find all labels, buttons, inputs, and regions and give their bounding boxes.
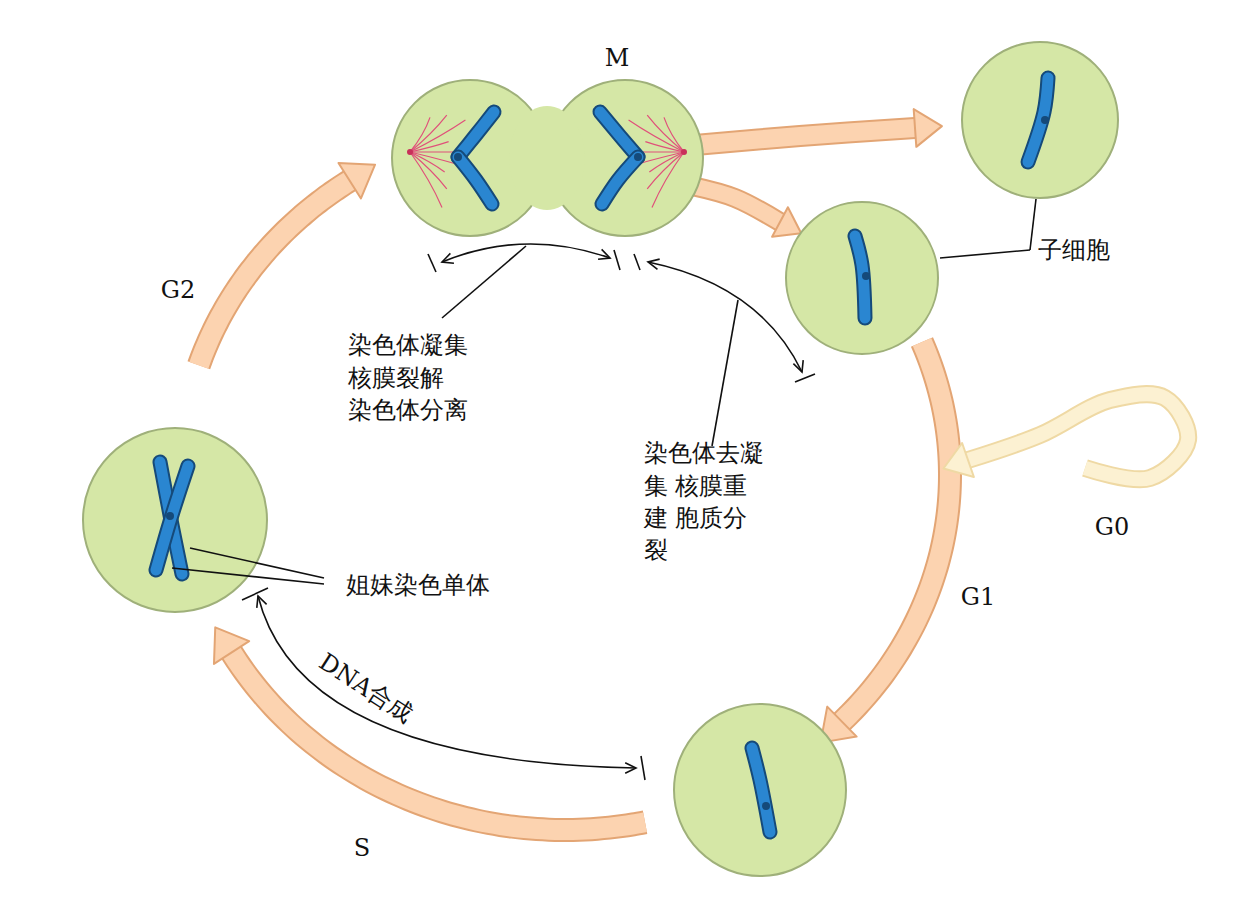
bracket-arrowhead — [625, 763, 636, 773]
cell — [962, 42, 1118, 198]
chromosome — [1028, 78, 1048, 162]
spindle-fibre — [410, 152, 442, 207]
chromosome — [1028, 78, 1048, 162]
chromosome — [458, 157, 492, 204]
g1-phase-arrow — [842, 342, 950, 722]
phase-label: 染色体去凝集 核膜重建 胞质分裂 — [644, 437, 769, 567]
g0-loop — [968, 394, 1188, 479]
s-phase-arrow-head — [214, 627, 249, 664]
centrosome — [407, 149, 413, 155]
centromere — [166, 512, 174, 520]
centromere — [454, 153, 462, 161]
spindle-fibre — [410, 152, 445, 172]
division-arrow-head — [772, 207, 801, 237]
phase-label: 子细胞 — [1038, 234, 1110, 266]
chromosome — [156, 466, 188, 570]
g2-phase-arrow-head — [338, 163, 375, 198]
centromere — [634, 153, 642, 161]
g0-loop — [968, 394, 1188, 479]
bracket-bar — [795, 374, 815, 382]
bracket-bar — [634, 254, 640, 270]
leader-line — [172, 568, 324, 584]
g0-loop-head — [943, 443, 973, 477]
phase-label: M — [605, 42, 630, 74]
g2-phase-arrow — [199, 181, 350, 366]
spindle-fibre — [410, 142, 449, 152]
chromosome — [458, 157, 492, 204]
bracket-arrowhead — [442, 253, 454, 263]
g1-phase-arrow — [842, 342, 950, 722]
division-arrow-head — [914, 109, 942, 147]
spindle-fibre — [645, 142, 684, 152]
leader-line — [190, 548, 324, 578]
leader-line — [940, 250, 1030, 258]
phase-bracket — [258, 596, 636, 768]
leader-line — [442, 246, 526, 318]
division-arrow — [692, 186, 780, 222]
chromosome — [458, 112, 494, 157]
leader-line — [1030, 199, 1036, 250]
s-phase-arrow — [232, 653, 645, 830]
spindle-fibre — [410, 115, 447, 152]
phase-bracket — [648, 262, 802, 372]
chromosome — [458, 112, 494, 157]
g2-phase-arrow — [199, 181, 350, 366]
spindle-fibre — [652, 152, 684, 207]
centrosome — [681, 149, 687, 155]
phase-label: G0 — [1095, 511, 1129, 543]
phase-label: 染色体凝集 核膜裂解 染色体分离 — [348, 329, 473, 426]
chromosome — [602, 157, 638, 204]
bracket-arrowhead — [598, 249, 610, 259]
cell — [786, 202, 938, 354]
phase-label: 姐妹染色单体 — [346, 569, 490, 601]
cell-fill — [509, 106, 585, 210]
chromosome — [600, 112, 638, 157]
centromere — [634, 153, 642, 161]
bracket-bar — [641, 756, 645, 780]
spindle-fibre — [647, 115, 684, 152]
spindle-fibre — [410, 152, 447, 189]
bracket-bar — [614, 250, 620, 270]
spindle-fibre — [649, 152, 684, 172]
division-arrow — [695, 128, 915, 145]
cell — [83, 428, 267, 612]
centromere — [1041, 116, 1049, 124]
s-phase-arrow — [232, 653, 645, 830]
chromosome — [156, 466, 188, 570]
bracket-arrowhead — [793, 360, 803, 372]
cell — [674, 704, 846, 876]
centromere — [454, 153, 462, 161]
bracket-arrowhead — [257, 596, 267, 608]
centromere — [862, 272, 870, 280]
spindle-fibre — [647, 152, 684, 189]
chromosome — [752, 748, 770, 832]
chromosome — [600, 112, 638, 157]
division-arrow — [695, 128, 915, 145]
division-arrow — [692, 186, 780, 222]
bracket-bar — [428, 254, 436, 272]
phase-label: G1 — [961, 581, 995, 613]
bracket-arrowhead — [648, 259, 660, 269]
phase-label: S — [354, 832, 370, 864]
centromere — [762, 802, 770, 810]
chromosome — [602, 157, 638, 204]
leader-line — [712, 300, 738, 446]
phase-label: G2 — [161, 274, 195, 306]
centromere — [166, 512, 174, 520]
chromosome — [752, 748, 770, 832]
bracket-bar — [242, 588, 268, 600]
